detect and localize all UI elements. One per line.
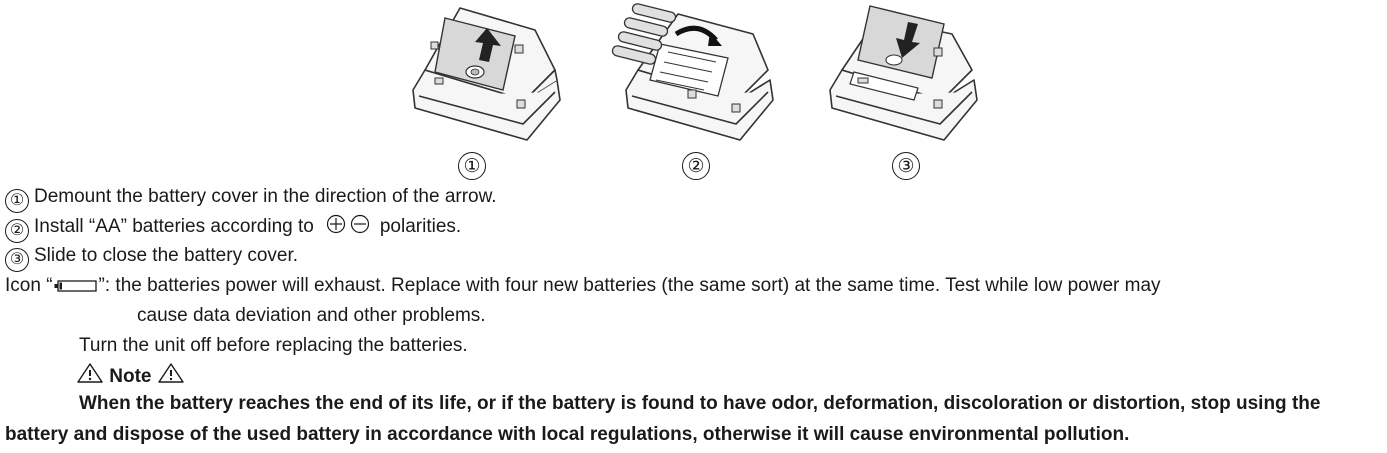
step-1-text: Demount the battery cover in the directi… bbox=[34, 186, 497, 207]
figure-remove-cover bbox=[405, 0, 565, 148]
icon-text-pre: Icon “ bbox=[5, 275, 53, 296]
icon-explanation-continued: cause data deviation and other problems. bbox=[137, 305, 486, 326]
step-3-text: Slide to close the battery cover. bbox=[34, 245, 299, 266]
note-title: Note bbox=[109, 366, 152, 387]
step-3-marker: ③ bbox=[5, 248, 29, 272]
figure-close-cover bbox=[822, 0, 982, 148]
icon-text-post: ”: the batteries power will exhaust. Rep… bbox=[98, 275, 1161, 296]
figure-step-number-1: ① bbox=[458, 152, 486, 180]
note-text-line-2: battery and dispose of the used battery … bbox=[5, 424, 1130, 445]
step-2-marker: ② bbox=[5, 219, 29, 243]
note-text-line-1: When the battery reaches the end of its … bbox=[79, 393, 1321, 414]
note-heading: Note bbox=[76, 362, 185, 391]
figure-step-number-2: ② bbox=[682, 152, 710, 180]
step-2-text-post: polarities. bbox=[379, 216, 462, 237]
low-battery-icon bbox=[54, 276, 98, 300]
plus-minus-polarity-icon bbox=[326, 214, 372, 241]
step-1-marker: ① bbox=[5, 189, 29, 213]
device-illustration-2 bbox=[611, 3, 774, 141]
device-illustration-3 bbox=[829, 5, 978, 141]
warning-triangle-icon-right bbox=[157, 362, 185, 391]
figure-step-number-3: ③ bbox=[892, 152, 920, 180]
figure-install-batteries bbox=[598, 0, 784, 148]
step-2-text-pre: Install “AA” batteries according to bbox=[34, 216, 314, 237]
turn-off-instruction: Turn the unit off before replacing the b… bbox=[79, 335, 468, 356]
warning-triangle-icon bbox=[76, 362, 104, 391]
icon-explanation: Icon “ ”: the batteries power will exhaus… bbox=[5, 274, 1161, 300]
device-illustration-1 bbox=[412, 7, 561, 141]
